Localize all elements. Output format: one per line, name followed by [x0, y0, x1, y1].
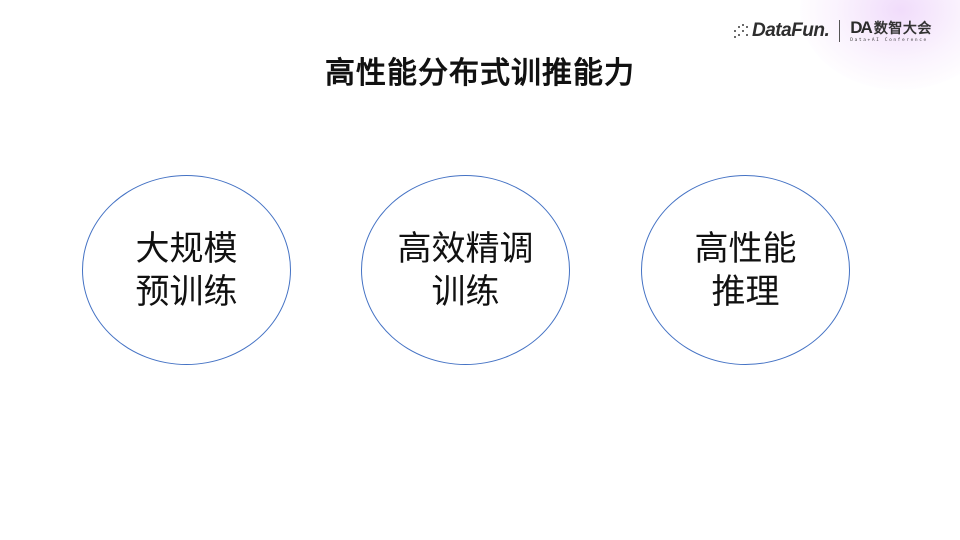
slide-title: 高性能分布式训推能力 — [325, 56, 635, 91]
logo-divider — [839, 20, 841, 42]
datafun-dots-icon — [734, 24, 750, 38]
circle-finetuning: 高效精调 训练 — [361, 175, 570, 365]
circle-label: 高效精调 训练 — [398, 228, 534, 314]
circle-label-line: 训练 — [431, 272, 500, 312]
datafun-logo: DataFun. — [734, 20, 830, 42]
circle-inference: 高性能 推理 — [641, 175, 850, 365]
circle-label: 高性能 推理 — [695, 228, 797, 314]
circle-pretraining: 大规模 预训练 — [82, 175, 291, 365]
circle-label-line: 大规模 — [135, 229, 238, 269]
circle-label-line: 预训练 — [135, 272, 238, 312]
event-logo-subtitle: Data+AI Conference — [850, 38, 928, 43]
circle-label-line: 高性能 — [694, 229, 797, 269]
datafun-logo-text: DataFun. — [752, 20, 830, 41]
circle-label-line: 高效精调 — [397, 229, 534, 269]
event-logo: DA 数智大会 Data+AI Conference — [850, 18, 932, 43]
header-logos: DataFun. DA 数智大会 Data+AI Conference — [734, 16, 932, 46]
event-logo-name: 数智大会 — [873, 21, 932, 37]
event-logo-mark: DA — [850, 18, 873, 37]
circle-label: 大规模 预训练 — [136, 228, 238, 314]
circle-label-line: 推理 — [711, 272, 780, 312]
